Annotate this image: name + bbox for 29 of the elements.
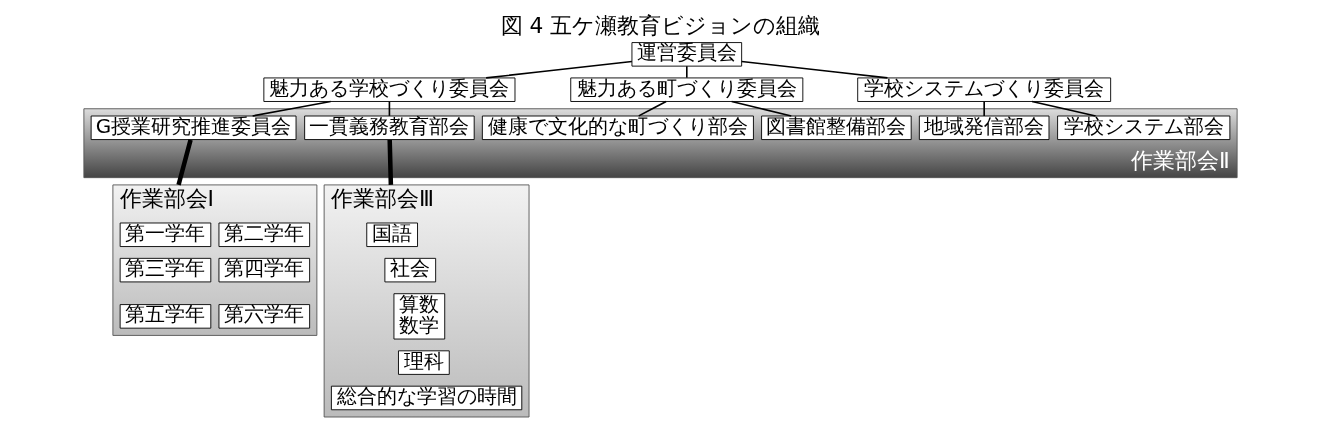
node-box: 図書館整備部会 <box>761 115 912 141</box>
connector <box>740 60 889 79</box>
connector <box>637 100 667 117</box>
node-box: 地域発信部会 <box>918 115 1050 141</box>
node-box: 第五学年 <box>119 304 212 329</box>
node-box: 第三学年 <box>119 257 212 283</box>
node-box: 総合的な学習の時間 <box>330 385 523 411</box>
node-box: 学校システム部会 <box>1057 115 1231 141</box>
node-box: 運営委員会 <box>631 42 743 67</box>
node-box: 魅力ある町づくり委員会 <box>570 77 804 102</box>
node-box: 算数 数学 <box>393 293 446 340</box>
connector <box>176 139 193 186</box>
node-box: 健康で文化的な町づくり部会 <box>481 115 754 141</box>
node-box: 第二学年 <box>218 222 311 247</box>
connector <box>485 60 633 79</box>
node-box: 魅力ある学校づくり委員会 <box>263 77 516 102</box>
node-box: 第一学年 <box>119 222 212 247</box>
node-box: G授業研究推進委員会 <box>90 115 297 141</box>
connector <box>983 100 985 117</box>
connector <box>685 65 688 79</box>
diagram-title: 図 4 五ケ瀬教育ビジョンの組織 <box>500 12 821 38</box>
node-box: 一貫義務教育部会 <box>304 115 475 141</box>
node-box: 第六学年 <box>218 304 311 329</box>
node-box: 国語 <box>366 222 418 247</box>
node-box: 理科 <box>398 350 450 375</box>
node-box: 社会 <box>384 257 437 283</box>
node-box: 第四学年 <box>218 257 311 283</box>
node-box: 学校システムづくり委員会 <box>857 77 1112 102</box>
connector <box>387 139 394 185</box>
